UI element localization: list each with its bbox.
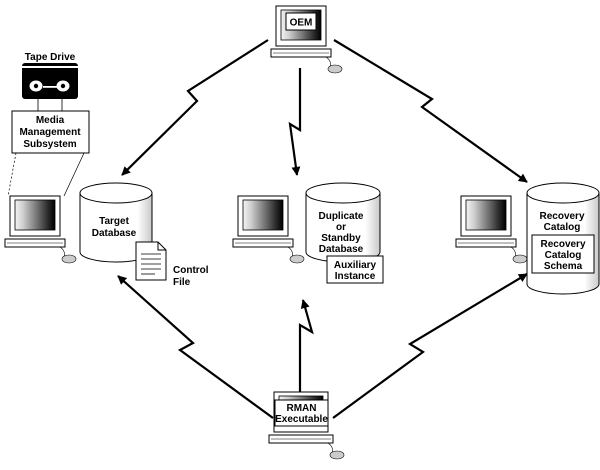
rman-computer: RMAN Executable bbox=[268, 391, 345, 460]
media-management-box bbox=[11, 110, 90, 154]
rman-label-line-2: Executable bbox=[275, 414, 328, 425]
rman-label-line-1: RMAN bbox=[287, 403, 317, 414]
control-file-line-1: Control bbox=[173, 265, 209, 276]
tape-drive: Tape Drive bbox=[22, 52, 78, 111]
media-management-subsystem: Media Management Subsystem bbox=[7, 110, 90, 197]
media-management-line-3: Subsystem bbox=[23, 139, 76, 150]
duplicate-database-line-3: Standby bbox=[321, 233, 361, 244]
control-file-line-2: File bbox=[173, 277, 191, 288]
link-oem-target bbox=[121, 39, 269, 176]
recovery-catalog-schema-line-1: Recovery bbox=[540, 239, 585, 250]
duplicate-database-line-1: Duplicate bbox=[318, 211, 363, 222]
tape-icon bbox=[22, 63, 78, 99]
auxiliary-instance-box bbox=[326, 255, 384, 284]
duplicate-database-line-2: or bbox=[336, 222, 346, 233]
link-rman-duplicate bbox=[298, 299, 314, 392]
duplicate-database-line-4: Database bbox=[319, 244, 364, 255]
recovery-catalog-schema-box bbox=[531, 234, 595, 274]
target-database-line-1: Target bbox=[99, 216, 129, 227]
document-icon bbox=[135, 241, 167, 281]
oem-label: OEM bbox=[290, 18, 313, 29]
oem-label-box bbox=[285, 12, 317, 31]
duplicate-database: Duplicate or Standby Database bbox=[305, 182, 381, 263]
recovery-catalog-schema-line-3: Schema bbox=[544, 261, 583, 272]
link-oem-duplicate bbox=[288, 68, 302, 176]
target-database-line-2: Database bbox=[92, 228, 137, 239]
link-rman-catalog bbox=[332, 273, 528, 419]
oem-computer: OEM bbox=[270, 5, 343, 74]
auxiliary-instance-line-2: Instance bbox=[335, 271, 376, 282]
target-host-computer bbox=[4, 195, 77, 264]
media-management-line-2: Management bbox=[19, 127, 81, 138]
recovery-catalog-line-1: Recovery bbox=[539, 211, 584, 222]
recovery-catalog-schema: Recovery Catalog Schema bbox=[531, 234, 595, 274]
auxiliary-host-computer bbox=[232, 195, 305, 264]
catalog-host-computer bbox=[455, 195, 528, 264]
media-management-line-1: Media bbox=[36, 115, 65, 126]
recovery-catalog-line-2: Catalog bbox=[544, 222, 581, 233]
control-file: Control File bbox=[135, 241, 209, 288]
recovery-catalog-schema-line-2: Catalog bbox=[545, 250, 582, 261]
link-oem-catalog bbox=[333, 39, 528, 183]
rman-label-box bbox=[274, 399, 329, 427]
tape-drive-title: Tape Drive bbox=[25, 52, 76, 63]
auxiliary-instance: Auxiliary Instance bbox=[326, 255, 384, 284]
auxiliary-instance-line-1: Auxiliary bbox=[334, 260, 377, 271]
link-rman-target bbox=[117, 275, 274, 419]
